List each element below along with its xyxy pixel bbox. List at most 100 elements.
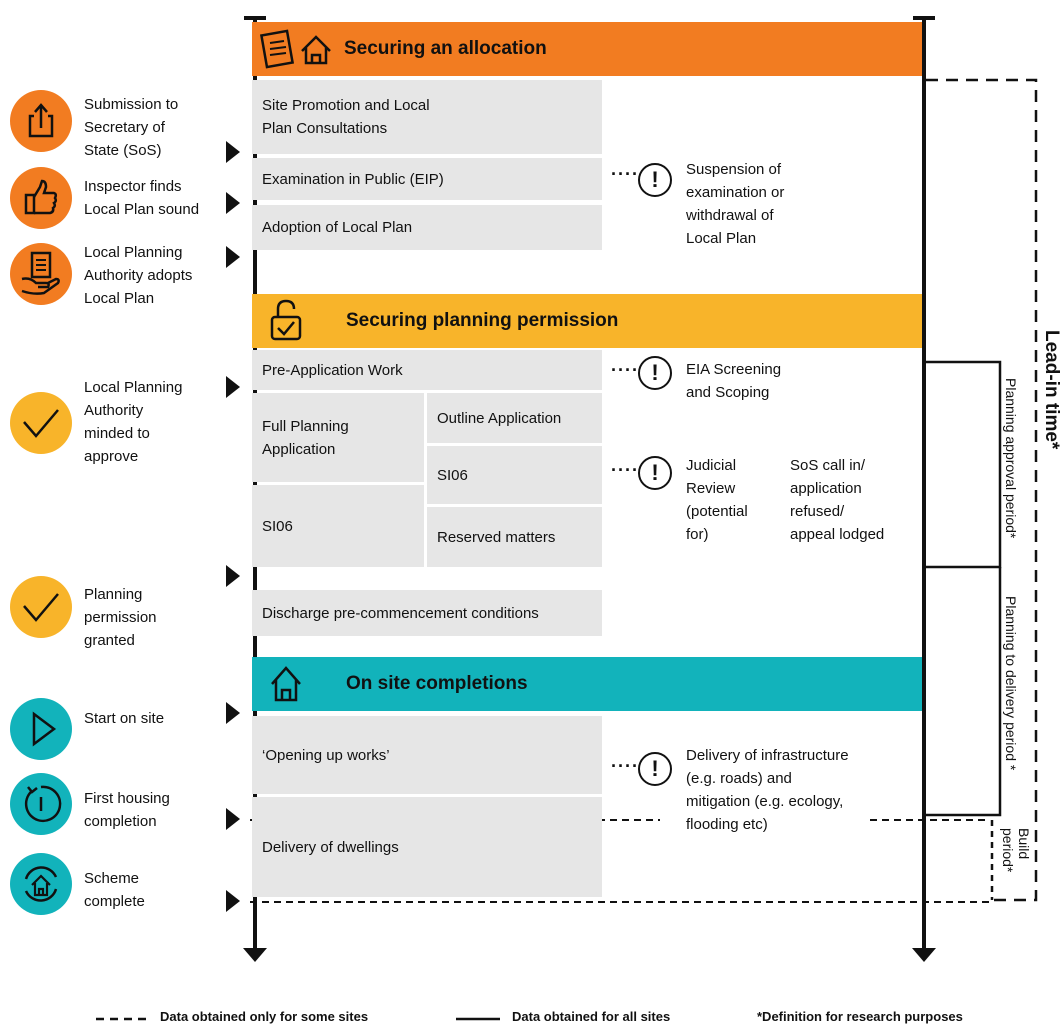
milestone-complete-label: Scheme complete	[84, 867, 145, 913]
risk-line: SoS call in/	[790, 457, 866, 474]
thumbs-up-icon	[24, 179, 58, 215]
label-line: Inspector finds	[84, 178, 182, 195]
stage-outline-application: Outline Application	[427, 393, 602, 443]
label-line: Authority	[84, 402, 144, 419]
stage-adoption: Adoption of Local Plan	[252, 205, 602, 250]
risk-connector: ····	[611, 164, 639, 184]
period-delivery: Planning to delivery period *	[1003, 596, 1019, 771]
milestone-arrow	[226, 565, 240, 587]
stage-label: Discharge pre-commencement conditions	[262, 604, 539, 622]
period-build: Build period*	[1000, 828, 1032, 888]
document-hand-icon	[21, 251, 60, 295]
label-line: Local Planning	[84, 244, 183, 261]
label-line: State (SoS)	[84, 142, 162, 159]
milestone-arrow	[226, 376, 240, 398]
milestone-arrow	[226, 702, 240, 724]
risk-line: application	[790, 480, 862, 497]
legend-solid-label: Data obtained for all sites	[512, 1009, 671, 1024]
milestone-minded-label: Local Planning Authority minded to appro…	[84, 376, 182, 468]
stage-line: Plan Consultations	[262, 120, 388, 137]
risk-line: flooding etc)	[686, 816, 768, 833]
label-line: Secretary of	[84, 119, 165, 136]
risk-connector: ····	[611, 460, 639, 480]
milestone-start-circle	[10, 698, 72, 760]
legend-dashed-swatch	[96, 1017, 152, 1021]
risk-line: Suspension of	[686, 161, 782, 178]
risk-line: EIA Screening	[686, 361, 782, 378]
risk-suspension: Suspension of examination or withdrawal …	[686, 158, 784, 250]
milestone-inspector-circle	[10, 167, 72, 229]
label-line: Scheme	[84, 870, 140, 887]
check-icon	[23, 593, 59, 622]
label-line: Submission to	[84, 96, 179, 113]
risk-line: appeal lodged	[790, 526, 885, 543]
milestone-first-circle	[10, 773, 72, 835]
stage-discharge: Discharge pre-commencement conditions	[252, 590, 602, 636]
milestone-adopts-label: Local Planning Authority adopts Local Pl…	[84, 241, 192, 310]
risk-line: and Scoping	[686, 384, 770, 401]
milestone-first-label: First housing completion	[84, 787, 170, 833]
warning-icon: !	[638, 356, 672, 390]
house-cycle-icon	[24, 866, 58, 902]
warning-icon: !	[638, 456, 672, 490]
risk-line: withdrawal of	[686, 207, 774, 224]
stage-full-application: Full Planning Application	[252, 393, 424, 482]
label-line: Local Plan sound	[84, 201, 200, 218]
milestone-arrow	[226, 890, 240, 912]
milestone-inspector-label: Inspector finds Local Plan sound	[84, 175, 199, 221]
section-title: Securing an allocation	[344, 38, 547, 59]
section-permission-header: Securing planning permission	[252, 294, 922, 348]
warning-icon: !	[638, 163, 672, 197]
stage-label: Pre-Application Work	[262, 361, 403, 379]
stage-label: Examination in Public (EIP)	[262, 170, 444, 188]
period-lead-in: Lead-in time*	[1041, 330, 1062, 450]
play-icon	[32, 711, 57, 747]
risk-line: (potential	[686, 503, 748, 520]
stage-pre-application: Pre-Application Work	[252, 350, 602, 390]
stage-eip: Examination in Public (EIP)	[252, 158, 602, 200]
legend-note: *Definition for research purposes	[757, 1009, 963, 1024]
stage-label: SI06	[262, 517, 293, 535]
section-title: Securing planning permission	[346, 310, 619, 331]
stage-label: Adoption of Local Plan	[262, 219, 413, 236]
label-line: granted	[84, 632, 135, 649]
stage-line: Full Planning	[262, 417, 349, 435]
risk-line: Delivery of infrastructure	[686, 747, 849, 764]
risk-judicial: Judicial Review (potential for)	[686, 454, 748, 546]
upload-icon	[28, 103, 54, 138]
section-allocation-header: Securing an allocation	[252, 22, 922, 76]
label-line: complete	[84, 893, 145, 910]
label-line: permission	[84, 609, 157, 626]
milestone-complete-circle	[10, 853, 72, 915]
legend-dashed-label: Data obtained only for some sites	[160, 1009, 369, 1024]
label-line: Start on site	[84, 710, 165, 727]
label-line: Planning	[84, 586, 143, 603]
risk-connector: ····	[611, 360, 639, 380]
padlock-check-icon	[270, 299, 302, 341]
stage-reserved-matters: Reserved matters	[427, 507, 602, 567]
stage-label: SI06	[437, 466, 468, 484]
milestone-granted-label: Planning permission granted	[84, 583, 157, 652]
risk-line: for)	[686, 526, 709, 543]
label-line: approve	[84, 448, 139, 465]
risk-infrastructure: Delivery of infrastructure (e.g. roads) …	[686, 744, 849, 836]
label-line: completion	[84, 813, 157, 830]
section-title: On site completions	[346, 673, 528, 694]
stage-label: Outline Application	[437, 409, 562, 427]
milestone-arrow	[226, 808, 240, 830]
period-approval: Planning approval period*	[1003, 378, 1019, 539]
label-line: First housing	[84, 790, 170, 807]
milestone-granted-circle	[10, 576, 72, 638]
stage-line: Site Promotion and Local	[262, 97, 430, 114]
stage-site-promotion: Site Promotion and Local Plan Consultati…	[252, 80, 602, 154]
risk-line: refused/	[790, 503, 845, 520]
stage-delivery-dwellings: Delivery of dwellings	[252, 797, 602, 897]
section-completions-header: On site completions	[252, 657, 922, 711]
stage-label: Reserved matters	[437, 528, 556, 546]
milestone-adopts-circle	[10, 243, 72, 305]
risk-line: Review	[686, 480, 736, 497]
stage-opening-up: ‘Opening up works’	[252, 716, 602, 794]
risk-line: examination or	[686, 184, 785, 201]
warning-icon: !	[638, 752, 672, 786]
milestone-minded-circle	[10, 392, 72, 454]
